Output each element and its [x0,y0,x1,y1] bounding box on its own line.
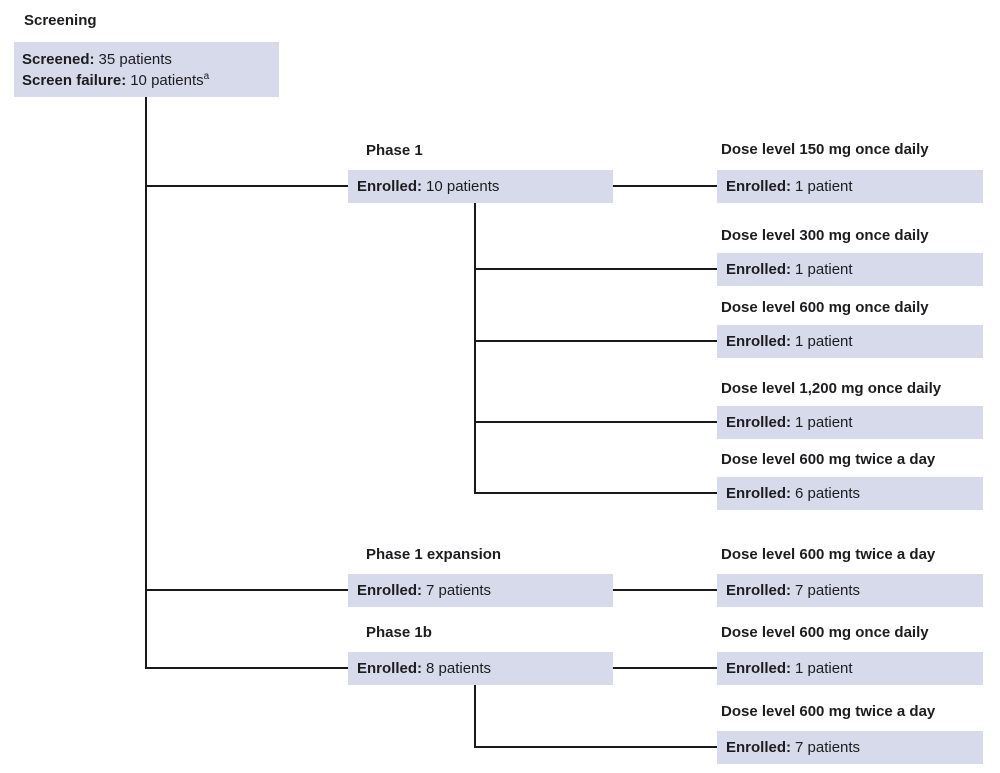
phase1-expansion-enrolled-value: 7 patients [426,582,492,599]
dose1200-enrolled-label: Enrolled: [726,414,792,431]
phase1-enrolled-label: Enrolled: [357,178,423,195]
dose150-heading: Dose level 150 mg once daily [721,141,929,158]
phase1b-dose600-bid-enrolled-value: 7 patients [795,739,861,756]
footnote-marker: a [203,70,210,82]
screen-failure-value: 10 patients [130,71,204,89]
connector-to-phase1b [145,667,348,669]
expansion-dose600-bid-enrolled-label: Enrolled: [726,582,792,599]
screening-heading: Screening [24,12,97,29]
connector-expansion-to-dose [613,589,717,591]
dose300-enrolled-value: 1 patient [795,261,853,278]
connector-phase1b-to-dose600-daily [613,667,717,669]
connector-to-dose300 [474,268,717,270]
dose150-box: Enrolled:1 patient [717,170,983,203]
expansion-dose600-bid-enrolled-value: 7 patients [795,582,861,599]
dose600-bid-enrolled-value: 6 patients [795,485,861,502]
phase1b-dose600-daily-enrolled-label: Enrolled: [726,660,792,677]
dose600-daily-enrolled-value: 1 patient [795,333,853,350]
dose300-box: Enrolled:1 patient [717,253,983,286]
dose1200-heading: Dose level 1,200 mg once daily [721,380,942,397]
phase1b-dose600-daily-enrolled-value: 1 patient [795,660,853,677]
dose300-heading: Dose level 300 mg once daily [721,227,929,244]
phase1b-heading: Phase 1b [366,624,432,641]
phase1-enrolled-value: 10 patients [426,178,500,195]
dose150-enrolled-value: 1 patient [795,178,853,195]
dose600-daily-box: Enrolled:1 patient [717,325,983,358]
dose600-bid-box: Enrolled:6 patients [717,477,983,510]
phase1-expansion-enrolled-label: Enrolled: [357,582,423,599]
connector-to-dose1200 [474,421,717,423]
phase1b-dose600-daily-box: Enrolled:1 patient [717,652,983,685]
connector-to-phase1 [145,185,348,187]
connector-main-vertical [145,97,147,669]
connector-phase1-to-dose150 [613,185,717,187]
screened-value: 35 patients [98,50,172,68]
screened-label: Screened: [22,50,95,68]
connector-phase1-vertical [474,203,476,494]
phase1-box: Enrolled:10 patients [348,170,613,203]
phase1b-dose600-bid-heading: Dose level 600 mg twice a day [721,703,936,720]
phase1b-dose600-bid-box: Enrolled:7 patients [717,731,983,764]
phase1b-box: Enrolled:8 patients [348,652,613,685]
dose600-bid-enrolled-label: Enrolled: [726,485,792,502]
screened-row: Screened:35 patients [22,49,172,70]
phase1b-enrolled-label: Enrolled: [357,660,423,677]
connector-to-phase1-expansion [145,589,348,591]
expansion-dose600-bid-heading: Dose level 600 mg twice a day [721,546,936,563]
dose600-daily-enrolled-label: Enrolled: [726,333,792,350]
connector-phase1b-to-dose600-bid [474,746,717,748]
phase1b-dose600-daily-heading: Dose level 600 mg once daily [721,624,929,641]
phase1b-enrolled-value: 8 patients [426,660,492,677]
connector-to-dose600-daily [474,340,717,342]
phase1-expansion-box: Enrolled:7 patients [348,574,613,607]
expansion-dose600-bid-box: Enrolled:7 patients [717,574,983,607]
dose300-enrolled-label: Enrolled: [726,261,792,278]
phase1-expansion-heading: Phase 1 expansion [366,546,502,563]
phase1-heading: Phase 1 [366,142,423,159]
dose1200-box: Enrolled:1 patient [717,406,983,439]
dose1200-enrolled-value: 1 patient [795,414,853,431]
phase1b-dose600-bid-enrolled-label: Enrolled: [726,739,792,756]
connector-to-dose600-bid [474,492,717,494]
connector-phase1b-vertical [474,685,476,748]
dose150-enrolled-label: Enrolled: [726,178,792,195]
dose600-bid-heading: Dose level 600 mg twice a day [721,451,936,468]
screen-failure-row: Screen failure:10 patientsa [22,70,209,91]
screening-box: Screened:35 patients Screen failure:10 p… [14,42,279,97]
screen-failure-label: Screen failure: [22,71,127,89]
dose600-daily-heading: Dose level 600 mg once daily [721,299,929,316]
